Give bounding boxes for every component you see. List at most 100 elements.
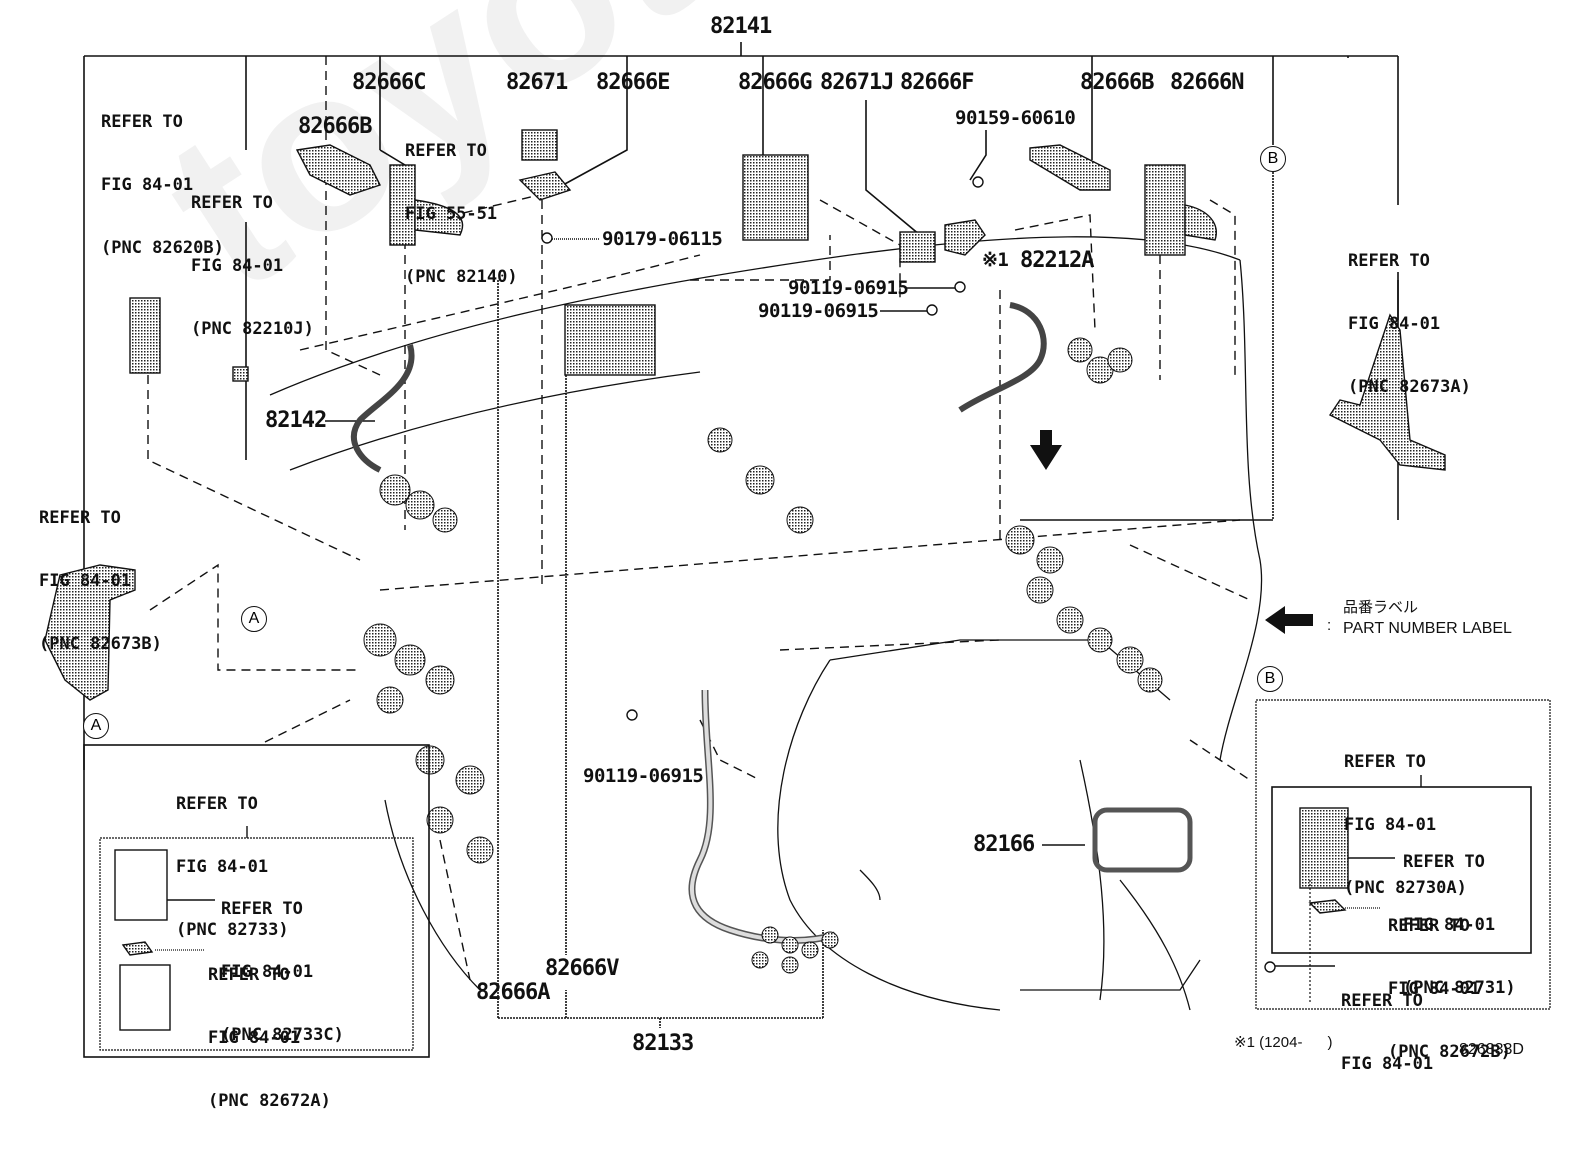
refer-pnc: (PNC 82672B): [1388, 1042, 1511, 1062]
part-number-label-arrow-icon: [1030, 430, 1062, 470]
refer-pnc: (PNC 82210J): [191, 319, 314, 339]
refer-fig: FIG 84-01: [208, 1028, 301, 1048]
refer-fig: FIG 84-01: [1344, 815, 1437, 835]
module-82731: [1299, 807, 1349, 889]
refer-fig: FIG 84-01: [1341, 1054, 1434, 1074]
refer-82620B: REFER TO FIG 84-01 (PNC 82620B): [101, 70, 224, 301]
relay-box: [564, 304, 656, 376]
callout-82666N: 82666N: [1170, 70, 1244, 95]
refer-82672A: REFER TO FIG 84-01 (PNC 82672A): [208, 923, 331, 1154]
refer-82673A: REFER TO FIG 84-01 (PNC 82673A): [1348, 209, 1471, 440]
refer-pnc: (PNC 82672A): [208, 1091, 331, 1111]
marker-A-part: A: [83, 713, 109, 739]
bolt-90159: [972, 176, 984, 188]
refer-fig: FIG 84-01: [101, 175, 194, 195]
callout-90179-06115: 90179-06115: [602, 228, 723, 250]
refer-fig: FIG 84-01: [1388, 979, 1481, 999]
legend-japanese: 品番ラベル: [1343, 599, 1419, 616]
callout-82166: 82166: [973, 832, 1035, 857]
refer-fig: FIG 84-01: [1348, 314, 1441, 334]
callout-82666B-top: 82666B: [1080, 70, 1154, 95]
refer-82730A: REFER TO FIG 84-01 (PNC 82730A): [1344, 710, 1467, 941]
inset-box-A-inner: [99, 837, 414, 1051]
part-82666B-left: [295, 144, 381, 196]
part-82210J-clip: [232, 366, 249, 382]
refer-line: REFER TO: [208, 965, 290, 985]
legend-arrow-icon: [1265, 606, 1313, 634]
part-82620B-module: [129, 297, 161, 374]
part-82671: [521, 129, 558, 161]
legend-colon: :: [1327, 617, 1332, 634]
callout-82142: 82142: [265, 408, 327, 433]
clip-82672A: [121, 941, 154, 956]
refer-line: REFER TO: [1348, 251, 1430, 271]
drawing-code: 826333D: [1459, 1041, 1524, 1058]
part-82673A-bracket: [1328, 313, 1446, 471]
callout-82666B-left: 82666B: [298, 114, 372, 139]
module-82733C: [114, 849, 168, 921]
callout-90119-06915-a: 90119-06915: [788, 277, 909, 299]
refer-fig: FIG 84-01: [176, 857, 269, 877]
refer-pnc: (PNC 82673B): [39, 634, 162, 654]
refer-line: REFER TO: [1344, 752, 1426, 772]
refer-82731: REFER TO FIG 84-01 (PNC 82731): [1403, 810, 1516, 1041]
parts-diagram: toyota-parts.ru: [39, 0, 1592, 1111]
refer-line: REFER TO: [176, 794, 258, 814]
bolt-90119-b: [926, 304, 938, 316]
refer-pnc: (PNC 82733C): [221, 1025, 344, 1045]
refer-pnc: (PNC 82731): [1403, 978, 1516, 998]
callout-82133: 82133: [632, 1031, 694, 1056]
refer-fig: FIG 55-51: [405, 204, 498, 224]
legend-english: PART NUMBER LABEL: [1343, 620, 1512, 637]
callout-82671J: 82671J: [820, 70, 894, 95]
refer-line: REFER TO: [101, 112, 183, 132]
refer-82733C: REFER TO FIG 84-01 (PNC 82733C): [221, 857, 344, 1088]
callout-90119-06915-c: 90119-06915: [583, 765, 704, 787]
part-82666G: [742, 154, 809, 241]
bolt-refer: [1264, 961, 1276, 973]
callout-82141: 82141: [710, 14, 772, 39]
module-82672A-ecu: [119, 964, 171, 1031]
clip-82672B: [1308, 899, 1347, 914]
inset-box-B-inner: [1271, 786, 1532, 954]
refer-fig: FIG 84-01: [39, 571, 132, 591]
nut-90179: [541, 232, 553, 244]
refer-bolt: REFER TO FIG 84-01: [1341, 949, 1433, 1117]
marker-A-main: A: [241, 606, 267, 632]
part-82666F: [944, 219, 986, 256]
marker-B-inset: B: [1257, 666, 1283, 692]
callout-82666E: 82666E: [596, 70, 670, 95]
callout-90159-60610: 90159-60610: [955, 107, 1076, 129]
refer-82140: REFER TO FIG 55-51 (PNC 82140): [405, 99, 518, 330]
marker-B-top: B: [1260, 146, 1286, 172]
refer-line: REFER TO: [191, 193, 273, 213]
footnote: ※1 (1204- ): [1234, 1034, 1333, 1051]
callout-90119-06915-b: 90119-06915: [758, 300, 879, 322]
bolt-90119-c: [626, 709, 638, 721]
part-82673B-bracket: [44, 564, 136, 701]
refer-pnc: (PNC 82730A): [1344, 878, 1467, 898]
diagram-linework: [44, 42, 1551, 1058]
refer-line: REFER TO: [1403, 852, 1485, 872]
refer-82672B: REFER TO FIG 84-01 (PNC 82672B): [1388, 874, 1511, 1105]
refer-line: REFER TO: [1388, 916, 1470, 936]
callout-82666G: 82666G: [738, 70, 812, 95]
refer-fig: FIG 84-01: [221, 962, 314, 982]
callout-82666A: 82666A: [476, 980, 550, 1005]
refer-82210J: REFER TO FIG 84-01 (PNC 82210J): [191, 151, 314, 382]
refer-pnc: (PNC 82673A): [1348, 377, 1471, 397]
part-82666B-top: [1029, 144, 1111, 191]
refer-82673B: REFER TO FIG 84-01 (PNC 82673B): [39, 466, 162, 697]
callout-82671: 82671: [506, 70, 568, 95]
refer-fig: FIG 84-01: [1403, 915, 1496, 935]
note-mark-1: ※1: [982, 249, 1009, 271]
refer-82733: REFER TO FIG 84-01 (PNC 82733): [176, 752, 289, 983]
refer-pnc: (PNC 82140): [405, 267, 518, 287]
refer-line: REFER TO: [39, 508, 121, 528]
callout-82212A: 82212A: [1020, 248, 1094, 273]
refer-fig: FIG 84-01: [191, 256, 284, 276]
refer-pnc: (PNC 82733): [176, 920, 289, 940]
refer-line: REFER TO: [221, 899, 303, 919]
refer-line: REFER TO: [405, 141, 487, 161]
callout-82666F: 82666F: [900, 70, 974, 95]
